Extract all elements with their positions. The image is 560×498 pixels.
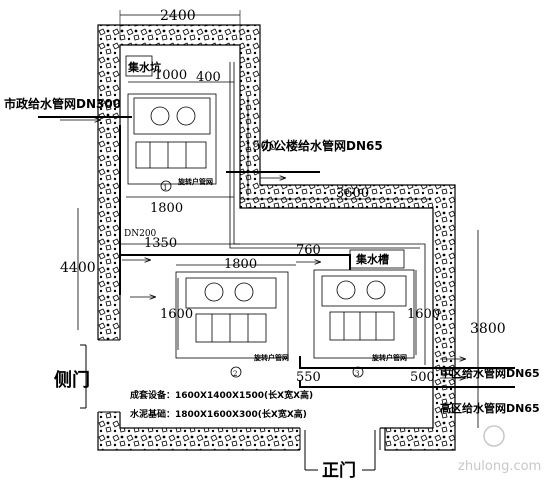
dim-1500: 1500 [244,96,277,196]
pipe-mid-zone [299,356,515,369]
pump-unit-3 [313,269,415,378]
sump-top-label: 集水坑 [127,60,161,74]
unit-2-number: 2 [233,370,237,378]
dim-3800: 3800 [470,230,506,428]
main-door-label: 正门 [322,460,356,481]
main-door-opening [300,426,380,458]
dim-1600-left: 1600 [160,278,193,350]
pipes [38,62,515,388]
dim-1600-left-text: 1600 [160,307,193,322]
side-door-opening [90,340,124,412]
dim-550-text: 550 [296,370,321,385]
sump-mid [349,249,405,269]
sump-top [125,55,153,77]
dim-1600-right: 1600 [407,270,440,355]
base-note: 水泥基础：1800X1600X300(长X宽X高) [130,408,307,420]
dim-4400-text: 4400 [60,260,96,276]
dim-1600-right-text: 1600 [407,307,440,322]
side-door-label: 侧门 [54,369,90,391]
unit-3-pipe-label: 旋转户管网 [371,353,407,362]
dim-1350-text: 1350 [144,236,177,251]
high-zone-label: 高区给水管网DN65 [440,401,540,415]
dim-500: 500 [410,370,435,385]
dim-3600: 3600 [240,186,430,201]
watermark: zhulong.com [458,425,541,474]
dim-1350: 1350 [120,236,240,251]
pump-unit-1 [127,93,217,192]
dim-500-text: 500 [410,370,435,385]
unit-1-pipe-label: 旋转户管网 [177,177,213,186]
dim-1000-400: 1000 400 [128,68,234,85]
dim-1800-mid: 1800 [176,257,296,272]
dn200-label: DN200 [124,229,157,239]
watermark-text: zhulong.com [458,459,541,474]
dim-3800-text: 3800 [470,321,506,337]
municipal-supply-label: 市政给水管网DN300 [4,96,121,111]
office-supply-label: 办公楼给水管网DN65 [262,138,383,153]
unit-2-pipe-label: 旋转户管网 [253,353,289,362]
dim-2400-text: 2400 [160,8,196,24]
dim-1800-top: 1800 [126,196,234,216]
unit-3-number: 3 [355,370,359,378]
pump-unit-2 [175,271,289,378]
unit-1-number: 1 [163,184,167,192]
sump-mid-label: 集水槽 [355,252,389,266]
dim-400-text: 400 [196,70,221,85]
room-interior [119,44,434,429]
dim-1800-top-text: 1800 [150,201,183,216]
dim-1000-text: 1000 [154,68,187,83]
pipe-high-zone [299,380,515,388]
dim-1500-text: 1500 [244,139,277,154]
dim-3600-text: 3600 [336,186,369,201]
equipment-note: 成套设备：1600X1400X1500(长X宽X高) [130,389,313,401]
dim-550: 550 [296,370,321,385]
dim-1800-mid-text: 1800 [224,257,257,272]
main-door-leaf [304,430,376,470]
mid-zone-label: 中区给水管网DN65 [440,366,540,380]
dim-4400: 4400 [60,208,96,330]
dim-2400: 2400 [119,8,241,40]
